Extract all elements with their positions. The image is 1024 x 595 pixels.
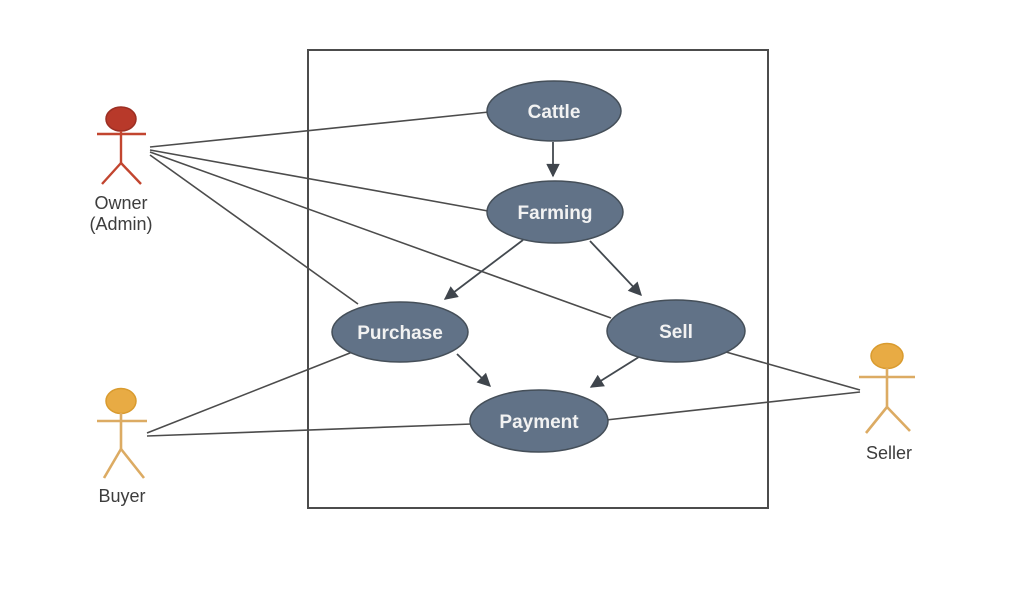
owner-actor-head	[105, 106, 137, 132]
buyer-actor-name: Buyer	[98, 486, 145, 506]
seller-actor-name: Seller	[866, 443, 912, 463]
owner-actor-role: (Admin)	[89, 214, 152, 234]
association-lines	[146, 111, 861, 437]
association-buyer-purchase	[146, 350, 356, 434]
buyer-actor-right-leg	[119, 448, 146, 479]
purchase-ellipse	[331, 301, 469, 363]
cattle-label: Cattle	[528, 102, 581, 123]
buyer-actor-head	[105, 387, 137, 415]
association-owner-purchase	[149, 154, 359, 305]
seller-actor-head	[870, 342, 904, 370]
sell-ellipse	[606, 299, 746, 363]
actor-seller: Seller	[859, 342, 915, 463]
owner-actor-name: Owner	[94, 193, 147, 213]
association-owner-cattle	[149, 111, 490, 148]
actor-buyer: Buyer	[97, 387, 147, 506]
use-case-cattle: Cattle	[486, 80, 622, 142]
arrow-farming-sell	[589, 240, 642, 296]
association-owner-farming	[149, 149, 489, 212]
seller-actor-left-leg	[864, 406, 889, 434]
arrow-sell-payment	[589, 354, 643, 388]
owner-actor-left-leg	[101, 162, 122, 185]
use-case-arrows	[443, 142, 643, 388]
owner-actor-right-leg	[120, 162, 142, 185]
use-case-payment: Payment	[469, 389, 609, 453]
system-boundary-box	[307, 49, 769, 509]
farming-ellipse	[486, 180, 624, 244]
association-seller-sell	[725, 351, 861, 391]
use-case-sell: Sell	[606, 299, 746, 363]
association-seller-payment	[605, 391, 861, 421]
association-owner-sell	[149, 151, 612, 319]
cattle-ellipse	[486, 80, 622, 142]
arrow-purchase-payment	[456, 353, 491, 387]
payment-ellipse	[469, 389, 609, 453]
actor-owner: Owner (Admin)	[89, 106, 153, 234]
purchase-label: Purchase	[357, 323, 443, 344]
payment-label: Payment	[499, 412, 579, 433]
seller-actor-right-leg	[886, 406, 911, 432]
use-case-purchase: Purchase	[331, 301, 469, 363]
association-buyer-payment	[146, 423, 473, 437]
buyer-actor-left-leg	[102, 448, 123, 479]
sell-label: Sell	[659, 322, 693, 343]
farming-label: Farming	[518, 203, 593, 224]
arrow-farming-purchase	[443, 239, 524, 300]
use-case-farming: Farming	[486, 180, 624, 244]
